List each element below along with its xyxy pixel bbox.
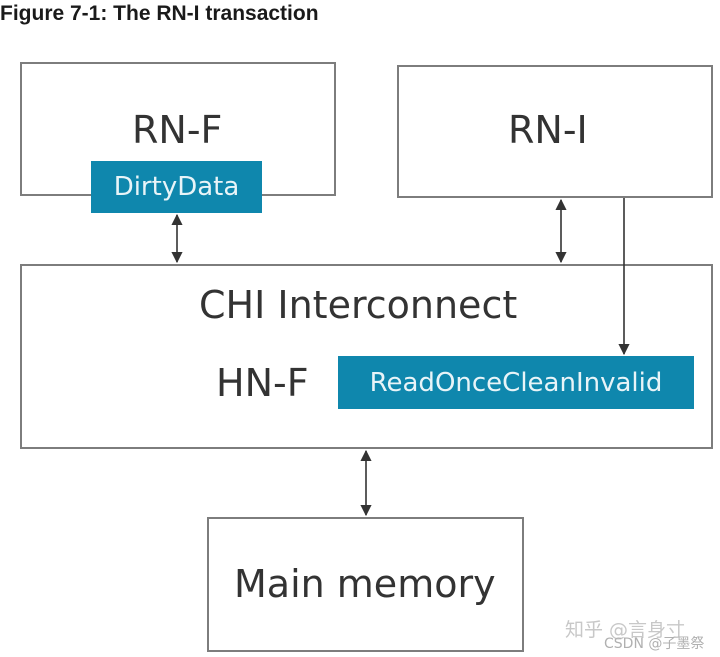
watermark-line-1: 知乎 @言身寸 xyxy=(565,619,686,641)
dirty-data-tag: DirtyData xyxy=(91,161,262,213)
rn-f-label: RN-F xyxy=(132,108,223,152)
rn-i-label: RN-I xyxy=(508,108,588,152)
watermark-line-2: CSDN @子墨祭 xyxy=(604,636,705,652)
chi-interconnect-label: CHI Interconnect xyxy=(199,283,518,327)
main-memory-label: Main memory xyxy=(234,562,496,606)
main-memory-node xyxy=(207,517,524,652)
hn-f-label: HN-F xyxy=(216,361,309,405)
figure-title: Figure 7-1: The RN-I transaction xyxy=(0,2,319,25)
rn-i-node xyxy=(397,65,713,198)
read-once-clean-invalid-tag: ReadOnceCleanInvalid xyxy=(338,356,694,409)
